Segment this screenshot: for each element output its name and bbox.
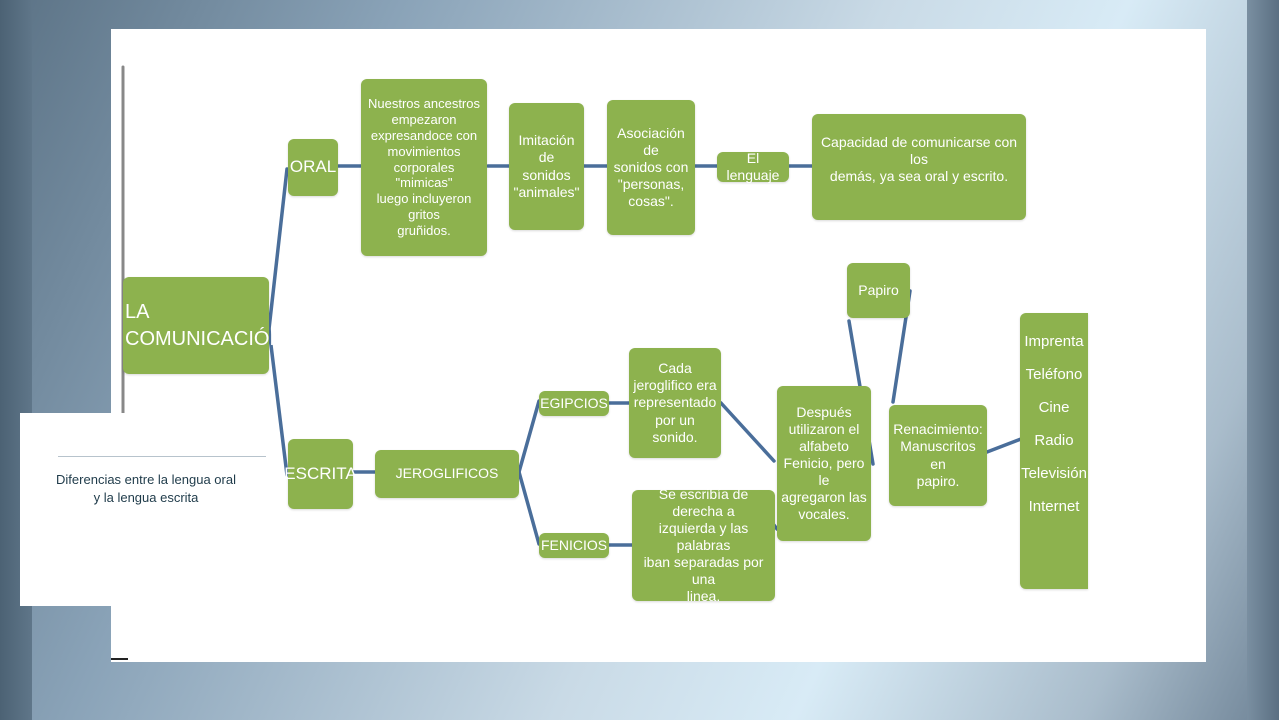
jeroglificos-box: JEROGLIFICOS (375, 450, 519, 498)
left-edge-band (0, 0, 32, 720)
caption-divider (58, 456, 266, 457)
ancestros-box: Nuestros ancestros empezaron expresandoc… (361, 79, 487, 256)
connector-root-escrita (267, 327, 289, 477)
connector-jeroglificos-fenicios (517, 470, 541, 546)
connector-cada-despues (719, 401, 776, 463)
oral-box: ORAL (288, 139, 338, 196)
egipcios-box: EGIPCIOS (539, 391, 609, 416)
connector-lines (121, 65, 1023, 547)
slide-image: LA COMUNICACIÓN ORAL Nuestros ancestros … (111, 29, 1206, 662)
medio-television: Televisión (1021, 465, 1087, 482)
slide-corner-mark (111, 658, 128, 660)
medio-radio: Radio (1034, 432, 1074, 449)
se-escribia-box: Se escribía de derecha a izquierda y las… (632, 486, 775, 604)
connector-root-oral (267, 167, 289, 331)
medio-imprenta: Imprenta (1024, 333, 1084, 350)
despues-box: Después utilizaron el alfabeto Fenicio, … (777, 386, 871, 541)
connector-jeroglificos-egipcios (517, 399, 541, 474)
root-box: LA COMUNICACIÓN (123, 277, 284, 374)
imitacion-box: Imitación de sonidos "animales" (509, 103, 584, 230)
asociacion-box: Asociación de sonidos con "personas, cos… (607, 100, 695, 235)
medio-internet: Internet (1028, 498, 1080, 515)
escrita-box: ESCRITA (284, 439, 357, 509)
medio-cine: Cine (1038, 399, 1070, 416)
concept-map: LA COMUNICACIÓN ORAL Nuestros ancestros … (111, 29, 1206, 662)
fenicios-box: FENICIOS (539, 533, 609, 558)
medio-telefono: Teléfono (1025, 366, 1083, 383)
lenguaje-box: El lenguaje (717, 150, 789, 183)
right-edge-band (1247, 0, 1279, 720)
capacidad-box: Capacidad de comunicarse con los demás, … (812, 114, 1026, 220)
papiro-box: Papiro (847, 263, 910, 318)
cada-jeroglifico-box: Cada jeroglifico era representado por un… (629, 348, 721, 458)
caption-card: Diferencias entre la lengua oral y la le… (20, 413, 272, 606)
medios-box: Imprenta Teléfono Cine Radio Televisión … (1020, 313, 1088, 589)
renacimiento-box: Renacimiento: Manuscritos en papiro. (889, 405, 987, 506)
connector-renacimiento-medios (985, 437, 1023, 454)
caption-text: Diferencias entre la lengua oral y la le… (56, 472, 236, 505)
